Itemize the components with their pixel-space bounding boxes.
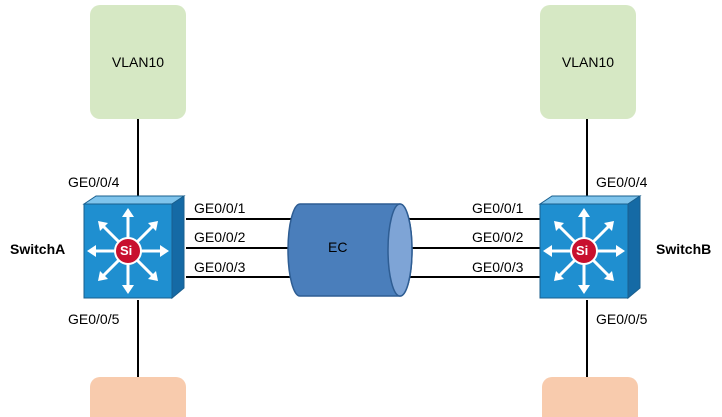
port-label-switcha-up: GE0/0/4 <box>68 174 120 190</box>
trunk-port-label-switcha-2: GE0/0/2 <box>194 229 246 245</box>
port-label-switcha-down: GE0/0/5 <box>68 311 120 327</box>
layer3-switch-icon-left <box>82 195 186 300</box>
vlan-label-right: VLAN10 <box>561 54 615 70</box>
switch-badge-right: Si <box>576 243 589 258</box>
bottom-node-right <box>542 377 638 417</box>
vlan-label-left: VLAN10 <box>111 54 165 70</box>
trunk-port-label-switchb-2: GE0/0/2 <box>472 229 524 245</box>
switch-badge-left: Si <box>120 243 133 258</box>
trunk-port-label-switchb-1: GE0/0/1 <box>472 200 524 216</box>
layer3-switch-icon-right <box>538 195 642 300</box>
switch-name-right: SwitchB <box>656 241 712 257</box>
trunk-port-label-switcha-3: GE0/0/3 <box>194 259 246 275</box>
link-lines <box>137 118 588 380</box>
trunk-port-label-switchb-3: GE0/0/3 <box>472 259 524 275</box>
trunk-port-label-switcha-1: GE0/0/1 <box>194 200 246 216</box>
eth-trunk-cylinder <box>287 203 413 297</box>
bottom-node-left <box>90 377 186 417</box>
eth-trunk-label: EC <box>328 239 348 255</box>
port-label-switchb-up: GE0/0/4 <box>596 174 648 190</box>
vlan-box-left: VLAN10 <box>90 5 186 119</box>
port-label-switchb-down: GE0/0/5 <box>596 311 648 327</box>
switch-name-left: SwitchA <box>10 241 66 257</box>
vlan-box-right: VLAN10 <box>540 5 636 119</box>
network-diagram: VLAN10 VLAN10 <box>10 5 712 417</box>
